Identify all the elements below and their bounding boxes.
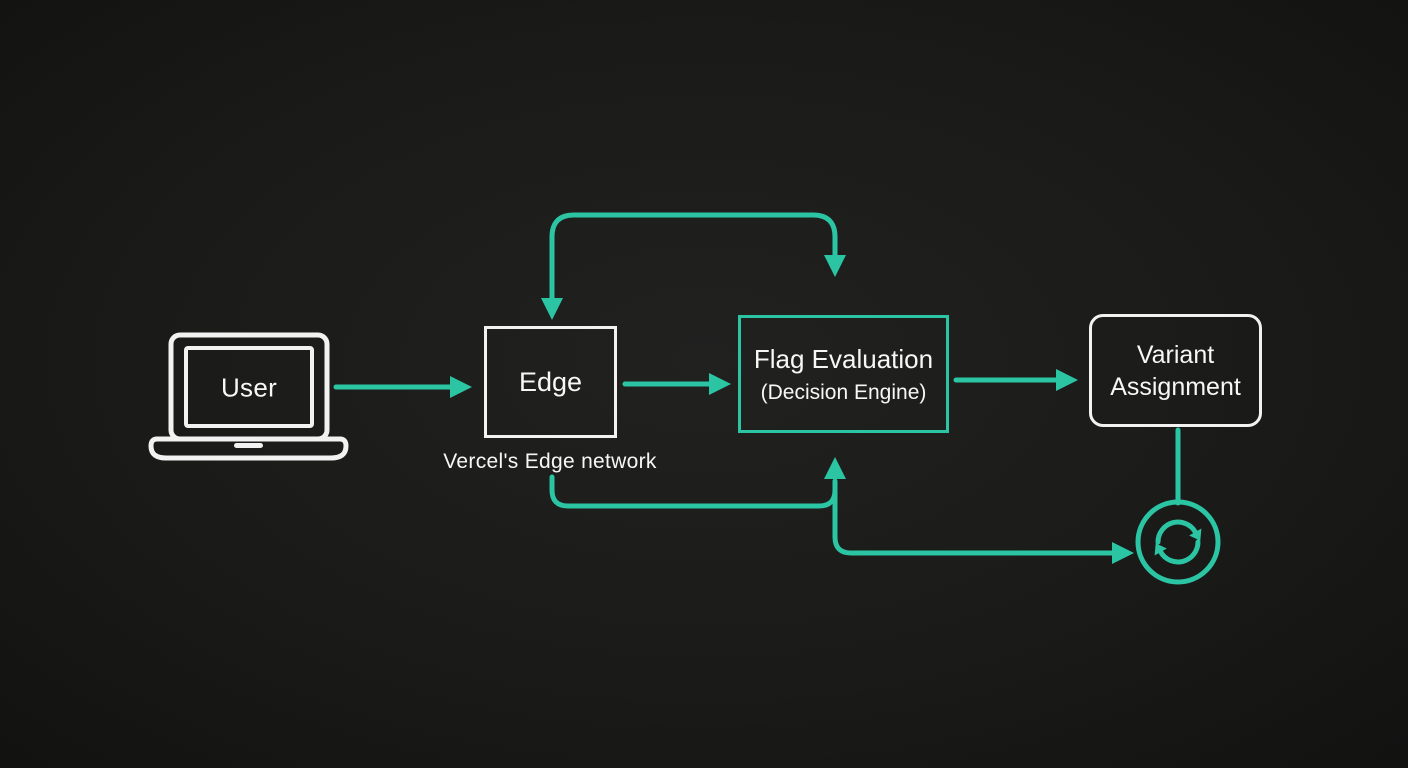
flag-evaluation-title: Flag Evaluation [753,343,934,374]
node-edge-label: Edge [518,366,583,397]
arrow-user-to-edge [333,376,472,398]
sync-icon [1135,499,1221,585]
edge-network-caption: Vercel's Edge network [443,450,657,473]
variant-assignment-label: Variant Assignment [1110,340,1241,401]
flag-evaluation-subtitle: (Decision Engine) [760,380,927,404]
node-variant-assignment: Variant Assignment [1089,314,1262,427]
node-flag-evaluation: Flag Evaluation (Decision Engine) [738,315,949,433]
user-label: User [220,372,278,403]
arrow-flag-to-variant [953,369,1078,391]
arrow-edge-to-sync [832,489,1134,564]
arrow-edge-to-flag [622,373,731,395]
laptop-icon [148,332,349,461]
node-edge: Edge [484,326,617,438]
loop-top-edge-to-flag [541,212,846,320]
